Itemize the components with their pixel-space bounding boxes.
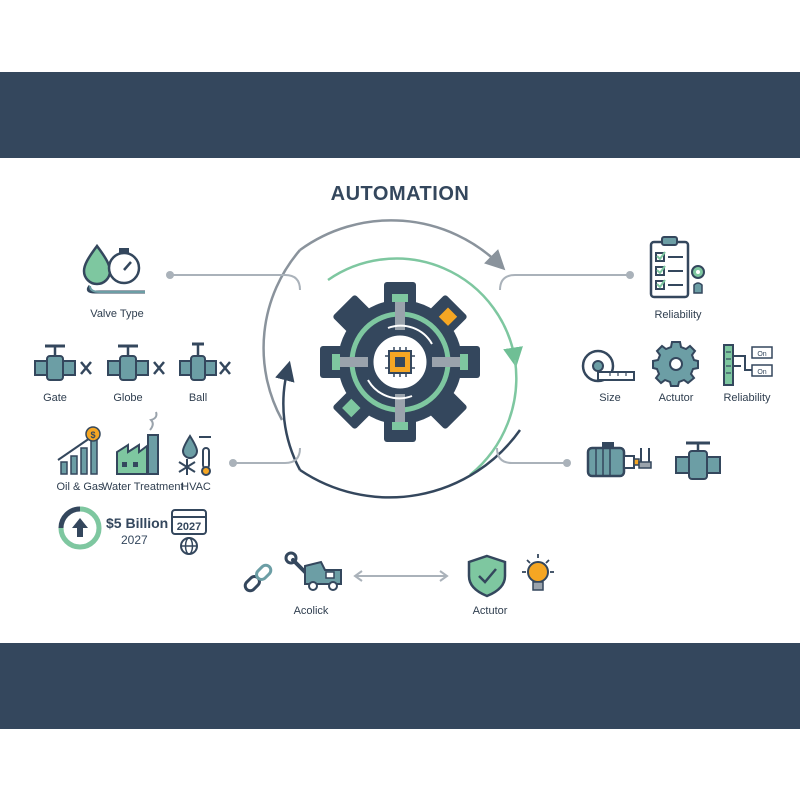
acolick-label: Acolick [293, 605, 329, 617]
page-title: AUTOMATION [330, 183, 470, 205]
lightbulb-icon [522, 554, 554, 591]
gate-label: Gate [43, 392, 67, 404]
market-value: $5 Billion [106, 515, 169, 531]
bottom-band [0, 643, 800, 729]
central-gear-icon [320, 282, 480, 442]
progress-ring-icon [58, 506, 102, 550]
factory-icon [116, 411, 159, 475]
top-band [0, 72, 800, 158]
connectors [166, 271, 634, 582]
oil-gas-label: Oil & Gas [56, 481, 104, 493]
chain-link-icon [243, 563, 273, 593]
checklist-icon [649, 236, 705, 299]
ball-label: Ball [188, 392, 208, 404]
market-year: 2027 [121, 533, 148, 547]
tape-measure-icon [581, 349, 635, 383]
svg-text:$: $ [90, 430, 95, 440]
valve-type-label: Valve Type [90, 308, 144, 320]
droplet-icon [82, 243, 112, 286]
reliability-top-label: Reliability [654, 309, 702, 321]
globe-label: Globe [113, 392, 143, 404]
actutor-label: Actutor [658, 392, 694, 404]
svg-text:On: On [757, 351, 766, 358]
motor-icon [586, 442, 652, 478]
gate-valve-icon [34, 344, 92, 381]
shield-check-icon [467, 554, 507, 598]
ball-valve-icon [179, 342, 231, 381]
globe-valve-icon [107, 344, 165, 381]
valve-icon [675, 441, 721, 480]
calendar-year: 2027 [177, 521, 201, 533]
actutor-bottom-label: Actutor [472, 605, 508, 617]
reliability-label: Reliability [723, 392, 771, 404]
on-off-switch-icon: On On [723, 344, 773, 386]
gear-icon [652, 341, 699, 387]
wrench-truck-icon [284, 551, 342, 591]
svg-text:On: On [757, 369, 766, 376]
hvac-label: HVAC [181, 481, 211, 493]
hvac-icon [178, 434, 211, 476]
gauge-icon [86, 248, 145, 294]
water-treatment-label: Water Treatment [102, 481, 184, 493]
calendar-globe-icon: 2027 [171, 509, 207, 555]
bar-chart-dollar-icon: $ [57, 426, 101, 475]
size-label: Size [599, 392, 621, 404]
